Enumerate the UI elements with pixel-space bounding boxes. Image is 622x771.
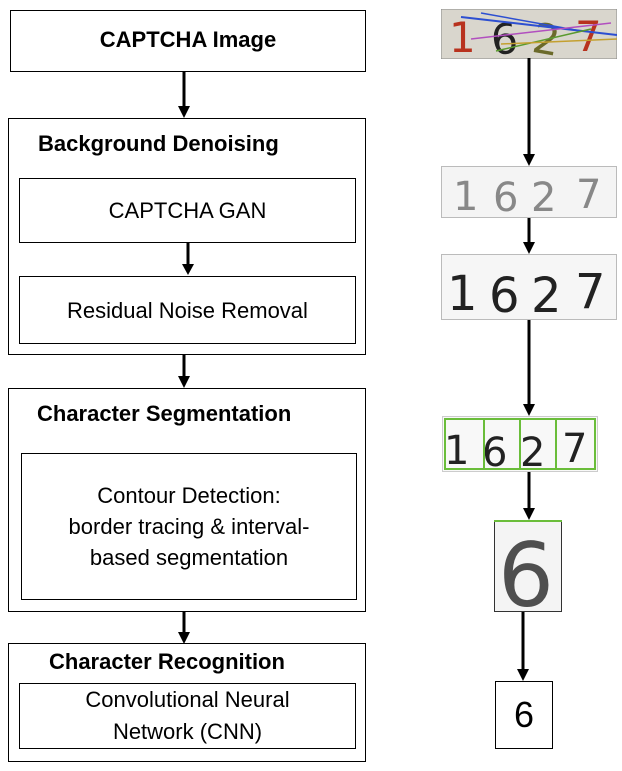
arrow-gan-to-residual-image	[523, 218, 535, 254]
captcha-image-label: CAPTCHA Image	[99, 27, 277, 52]
gan-output-image: 1 6 2 7	[441, 166, 617, 218]
contour-detection-line-1: Contour Detection:	[97, 483, 281, 508]
contour-detection-line-2: border tracing & interval-	[68, 514, 310, 539]
denoised-digit-2: 6	[489, 268, 520, 320]
cnn-box: Convolutional Neural Network (CNN)	[19, 683, 356, 749]
captcha-image-box: CAPTCHA Image	[10, 10, 366, 72]
denoised-image: 1 6 2 7	[441, 254, 617, 320]
gan-digit-4: 7	[576, 172, 601, 218]
background-denoising-box: Background Denoising CAPTCHA GAN Residua…	[8, 118, 366, 355]
contour-detection-line-3: based segmentation	[89, 545, 289, 570]
recognized-result-box: 6	[495, 681, 553, 749]
arrow-segmented-to-char	[523, 472, 535, 520]
captcha-digit-4: 7	[575, 12, 602, 59]
captcha-original-image: 1 6 2 7	[441, 9, 617, 59]
cnn-line-2: Network (CNN)	[112, 719, 263, 744]
arrow-to-recognition	[178, 612, 190, 644]
segmented-character-glyph: 6	[498, 524, 554, 612]
arrow-gan-to-residual	[182, 242, 194, 275]
arrow-char-to-result	[517, 612, 529, 681]
cnn-line-1: Convolutional Neural	[85, 687, 290, 712]
gan-digit-3: 2	[531, 175, 556, 218]
denoised-digit-4: 7	[575, 264, 606, 320]
captcha-digit-1: 1	[449, 13, 476, 59]
character-recognition-box: Character Recognition Convolutional Neur…	[8, 643, 366, 762]
segmented-image: 1 6 2 7	[442, 416, 598, 472]
gan-digit-1: 1	[453, 174, 478, 218]
denoised-digit-1: 1	[447, 266, 478, 320]
captcha-gan-box: CAPTCHA GAN	[19, 178, 356, 243]
denoised-digit-3: 2	[531, 268, 562, 320]
segmented-digit-3: 2	[520, 430, 545, 472]
arrow-denoised-to-segmented	[523, 320, 535, 416]
arrow-to-segmentation	[178, 355, 190, 388]
background-denoising-title: Background Denoising	[38, 131, 279, 156]
gan-digit-2: 6	[493, 175, 518, 218]
arrow-original-to-gan	[523, 58, 535, 166]
residual-noise-removal-box: Residual Noise Removal	[19, 276, 356, 344]
segmented-digit-2: 6	[482, 430, 507, 472]
character-segmentation-title: Character Segmentation	[37, 401, 292, 426]
contour-detection-box: Contour Detection: border tracing & inte…	[21, 453, 357, 600]
segmented-digit-4: 7	[562, 426, 587, 472]
segmented-character-image: 6	[494, 520, 562, 612]
arrow-to-denoising	[178, 72, 190, 118]
character-segmentation-box: Character Segmentation Contour Detection…	[8, 388, 366, 612]
recognized-result-value: 6	[513, 694, 535, 735]
character-recognition-title: Character Recognition	[49, 649, 285, 674]
segmented-digit-1: 1	[444, 428, 469, 472]
